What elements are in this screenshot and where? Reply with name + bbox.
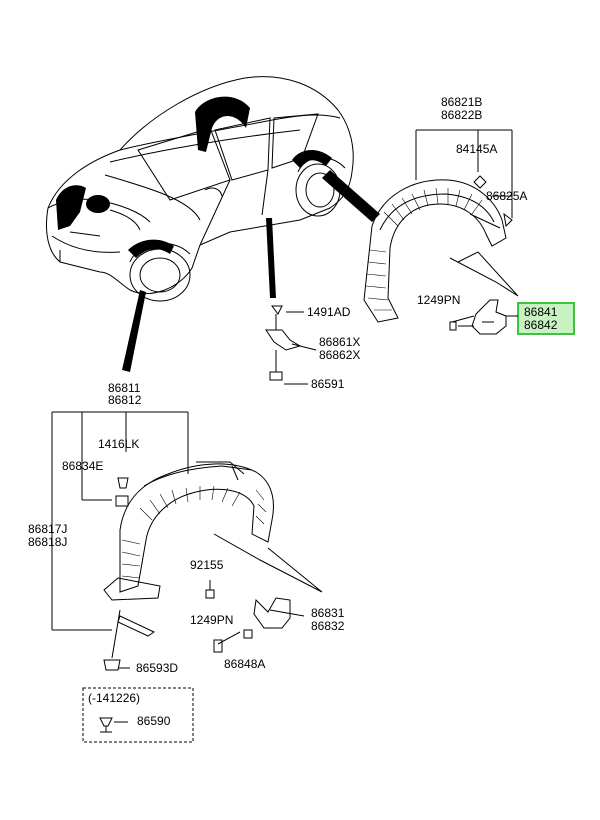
label-86591[interactable]: 86591	[311, 377, 345, 391]
label-note-range: (-141226)	[88, 691, 141, 705]
note-box	[82, 687, 194, 743]
rear-screw-shape	[449, 315, 475, 331]
car-liner-highlights	[56, 96, 332, 258]
label-86811[interactable]: 86811	[108, 381, 141, 395]
label-86825a[interactable]: 86825A	[486, 189, 528, 203]
label-92155[interactable]: 92155	[190, 558, 224, 572]
label-86832[interactable]: 86832	[311, 619, 345, 633]
front-leader-lines	[51, 411, 323, 671]
front-mud-flap	[253, 597, 291, 629]
label-1249pn-front[interactable]: 1249PN	[190, 613, 234, 627]
label-1416lk[interactable]: 1416LK	[98, 437, 140, 451]
label-86593d[interactable]: 86593D	[136, 661, 179, 675]
label-1249pn-rear[interactable]: 1249PN	[417, 293, 461, 307]
label-86818j[interactable]: 86818J	[28, 535, 68, 549]
side-fasteners	[265, 305, 317, 385]
note-clip-shape	[99, 717, 128, 733]
label-86848a[interactable]: 86848A	[224, 657, 266, 671]
label-86834e[interactable]: 86834E	[62, 459, 104, 473]
rear-mud-flap	[471, 299, 507, 335]
label-86841[interactable]: 86841	[524, 305, 558, 319]
label-86590[interactable]: 86590	[137, 714, 171, 728]
rear-leader-lines	[415, 129, 519, 327]
rear-wheel-liner	[363, 175, 513, 323]
label-86861x[interactable]: 86861X	[319, 335, 361, 349]
label-1491ad[interactable]: 1491AD	[307, 305, 351, 319]
label-86822b[interactable]: 86822B	[441, 108, 483, 122]
label-86842[interactable]: 86842	[524, 318, 558, 332]
label-86831[interactable]: 86831	[311, 606, 345, 620]
highlight-box-86841[interactable]	[517, 302, 575, 335]
leader-wedges	[122, 170, 380, 372]
label-86817j[interactable]: 86817J	[28, 522, 68, 536]
label-84145a[interactable]: 84145A	[456, 142, 498, 156]
label-86862x[interactable]: 86862X	[319, 348, 361, 362]
label-86821b[interactable]: 86821B	[441, 95, 483, 109]
label-86812[interactable]: 86812	[108, 393, 142, 407]
front-wheel-liner	[103, 461, 274, 637]
